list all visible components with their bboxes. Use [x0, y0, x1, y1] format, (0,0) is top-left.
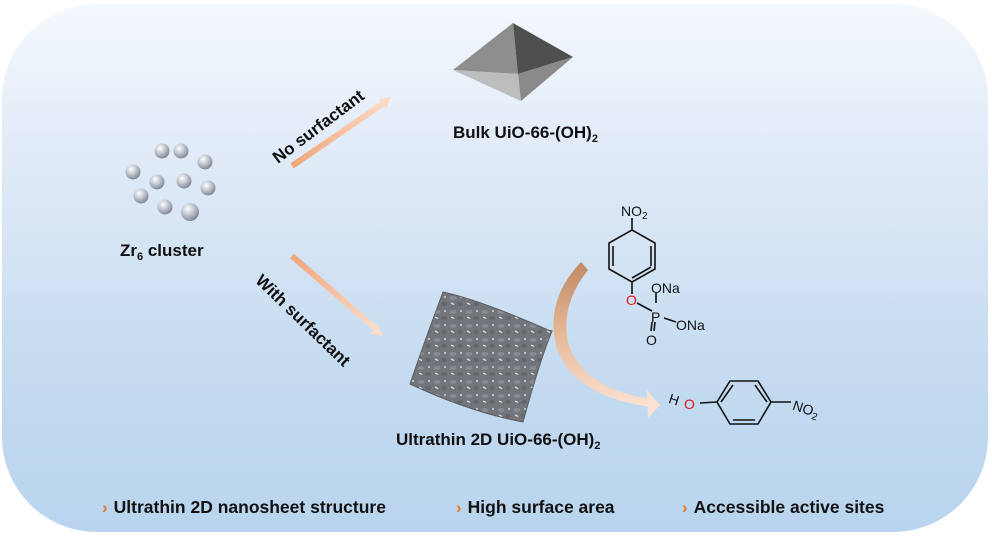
phosphorus-label: P	[651, 309, 660, 325]
ester-oxygen-label: O	[626, 292, 637, 308]
p-nitrophenol-structure	[699, 380, 791, 425]
bulk-uio-label: Bulk UiO-66-(OH)2	[453, 123, 598, 145]
feature-label: Ultrathin 2D nanosheet structure	[113, 497, 386, 517]
zr6-cluster-label: Zr6 cluster	[120, 241, 204, 263]
phosphoryl-oxygen-label: O	[646, 332, 657, 348]
feature-item: › Accessible active sites	[682, 497, 884, 518]
feature-label: Accessible active sites	[693, 497, 885, 517]
octahedron-crystal-icon	[453, 23, 573, 101]
nitro-group-label: NO2	[621, 203, 648, 222]
wrinkled-nanosheet-icon	[409, 291, 553, 423]
ultrathin-uio-label: Ultrathin 2D UiO-66-(OH)2	[396, 430, 601, 452]
sphere-cluster-icon	[125, 143, 216, 221]
p-nitrophenyl-phosphate-structure	[608, 218, 677, 332]
feature-item: › High surface area	[456, 497, 615, 518]
no-surfactant-arrow	[290, 97, 391, 169]
curved-reaction-arrow	[553, 262, 660, 418]
phenol-oxygen-label: O	[684, 396, 695, 412]
ona-label-2: ONa	[676, 317, 705, 333]
with-surfactant-arrow	[290, 253, 383, 336]
nitro-group-label-product: NO2	[790, 397, 822, 423]
hydrogen-label: H	[667, 390, 682, 408]
feature-label: High surface area	[467, 497, 615, 517]
ona-label-1: ONa	[651, 280, 680, 296]
chevron-right-icon: ›	[102, 497, 108, 517]
feature-list: › Ultrathin 2D nanosheet structure › Hig…	[0, 497, 992, 521]
diagram-background-panel	[2, 4, 988, 532]
chevron-right-icon: ›	[456, 497, 462, 517]
chevron-right-icon: ›	[682, 497, 688, 517]
feature-item: › Ultrathin 2D nanosheet structure	[102, 497, 386, 518]
